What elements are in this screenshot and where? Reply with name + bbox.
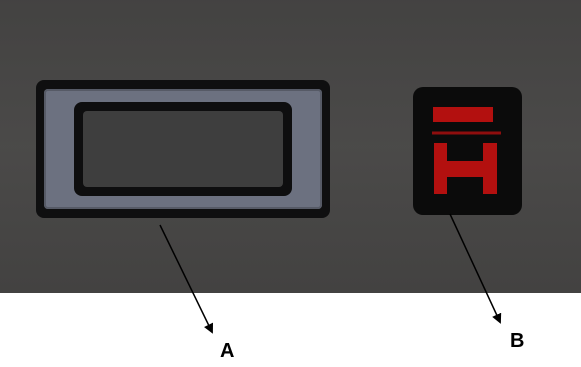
device-panel-photo xyxy=(0,0,581,293)
callout-label-a: A xyxy=(220,340,235,362)
port-a-bezel xyxy=(44,89,322,209)
port-a xyxy=(36,80,330,218)
port-b xyxy=(413,87,522,215)
port-a-opening xyxy=(83,111,283,187)
port-a-opening-rim xyxy=(74,102,292,196)
callout-label-b: B xyxy=(510,330,525,352)
red-h-port-icon xyxy=(432,107,501,194)
